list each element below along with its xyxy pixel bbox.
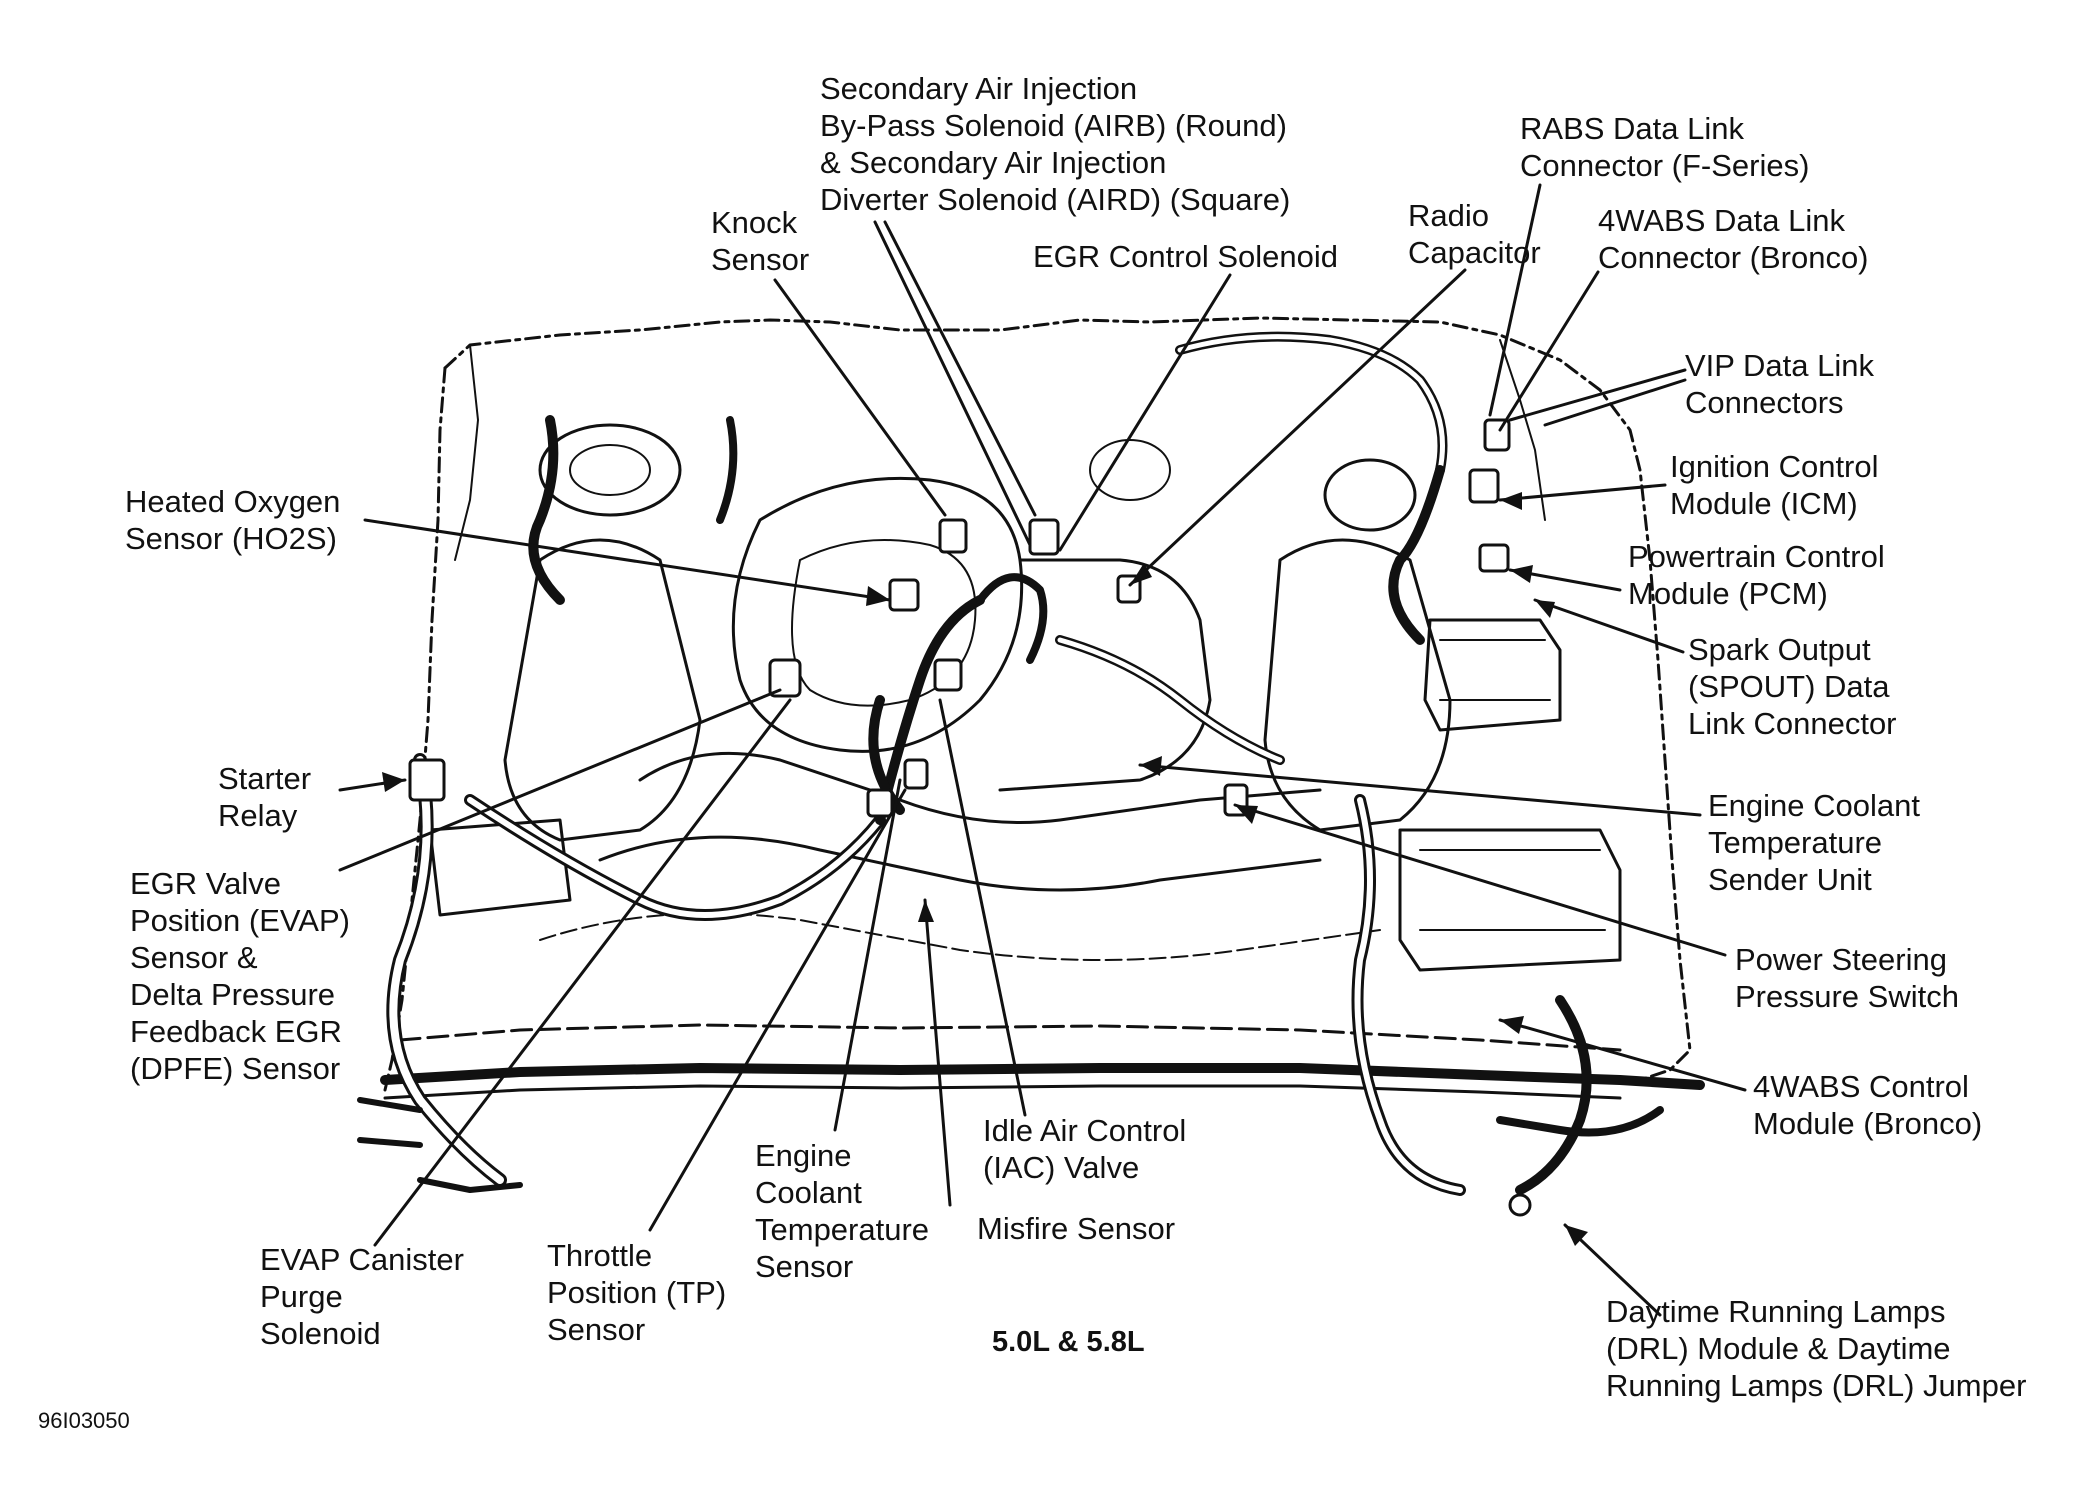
callout-line: Relay — [218, 798, 298, 833]
callout-line: Powertrain Control — [1628, 539, 1885, 574]
callout-line: Radio — [1408, 198, 1489, 233]
callout-vip-data-link-connectors: VIP Data Link Connectors — [1685, 347, 1874, 421]
callout-line: Sender Unit — [1708, 862, 1872, 897]
callout-4wabs-control-module: 4WABS Control Module (Bronco) — [1753, 1068, 1982, 1142]
callout-egr-control-solenoid: EGR Control Solenoid — [1033, 238, 1338, 275]
callout-knock-sensor: Knock Sensor — [711, 204, 809, 278]
callout-line: Starter — [218, 761, 312, 796]
wiring-harness — [357, 331, 1664, 1196]
callout-radio-capacitor: Radio Capacitor — [1408, 197, 1541, 271]
callout-line: 4WABS Control — [1753, 1069, 1969, 1104]
callout-line: Temperature — [755, 1212, 930, 1247]
callout-misfire-sensor: Misfire Sensor — [977, 1210, 1175, 1247]
callout-line: EVAP Canister — [260, 1242, 464, 1277]
callout-line: Heated Oxygen — [125, 484, 341, 519]
callout-line: Sensor — [547, 1312, 646, 1347]
callout-secondary-air-injection: Secondary Air Injection By-Pass Solenoid… — [820, 70, 1290, 218]
callout-engine-coolant-temperature-sensor: Engine Coolant Temperature Sensor — [755, 1137, 929, 1285]
callout-line: Engine — [755, 1138, 852, 1173]
callout-line: Sensor — [755, 1249, 854, 1284]
callout-line: EGR Valve — [130, 866, 282, 901]
callout-line: Diverter Solenoid (AIRD) (Square) — [820, 182, 1291, 217]
callout-line: Knock — [711, 205, 798, 240]
callout-line: (DPFE) Sensor — [130, 1051, 341, 1086]
callout-line: Temperature — [1708, 825, 1883, 860]
callout-line: Connector (F-Series) — [1520, 148, 1810, 183]
callout-line: Pressure Switch — [1735, 979, 1959, 1014]
callout-line: Capacitor — [1408, 235, 1541, 270]
arrow-heads — [382, 492, 1588, 1246]
callout-line: Purge — [260, 1279, 343, 1314]
callout-line: (IAC) Valve — [983, 1150, 1140, 1185]
callout-line: Module (ICM) — [1670, 486, 1858, 521]
callout-line: Position (EVAP) — [130, 903, 350, 938]
callout-line: & Secondary Air Injection — [820, 145, 1167, 180]
callout-line: Misfire Sensor — [977, 1211, 1176, 1246]
callout-evap-canister-purge-solenoid: EVAP Canister Purge Solenoid — [260, 1241, 464, 1352]
callout-spark-output-data-link: Spark Output (SPOUT) Data Link Connector — [1688, 631, 1897, 742]
callout-line: Sensor — [711, 242, 810, 277]
callout-line: Daytime Running Lamps — [1606, 1294, 1946, 1329]
callout-line: Link Connector — [1688, 706, 1897, 741]
callout-line: RABS Data Link — [1520, 111, 1744, 146]
callout-line: Idle Air Control — [983, 1113, 1187, 1148]
callout-line: Engine Coolant — [1708, 788, 1920, 823]
callout-line: 4WABS Data Link — [1598, 203, 1845, 238]
callout-rabs-data-link-connector: RABS Data Link Connector (F-Series) — [1520, 110, 1809, 184]
callout-line: EGR Control Solenoid — [1033, 239, 1338, 274]
callout-line: Coolant — [755, 1175, 862, 1210]
callout-starter-relay: Starter Relay — [218, 760, 311, 834]
callout-line: Power Steering — [1735, 942, 1947, 977]
callout-line: Connectors — [1685, 385, 1844, 420]
callout-idle-air-control-valve: Idle Air Control (IAC) Valve — [983, 1112, 1186, 1186]
callout-power-steering-pressure-switch: Power Steering Pressure Switch — [1735, 941, 1959, 1015]
callout-egr-valve-position-sensor: EGR Valve Position (EVAP) Sensor & Delta… — [130, 865, 350, 1087]
callout-line: Sensor (HO2S) — [125, 521, 337, 556]
callout-line: Position (TP) — [547, 1275, 727, 1310]
callout-line: Delta Pressure — [130, 977, 336, 1012]
callout-line: (SPOUT) Data — [1688, 669, 1890, 704]
callout-line: VIP Data Link — [1685, 348, 1874, 383]
callout-ignition-control-module: Ignition Control Module (ICM) — [1670, 448, 1879, 522]
diagram-title: 5.0L & 5.8L — [992, 1326, 1145, 1358]
figure-id: 96I03050 — [38, 1408, 130, 1433]
callout-line: Throttle — [547, 1238, 653, 1273]
callout-line: Ignition Control — [1670, 449, 1879, 484]
callout-line: Module (PCM) — [1628, 576, 1828, 611]
callout-line: (DRL) Module & Daytime — [1606, 1331, 1951, 1366]
callout-daytime-running-lamps: Daytime Running Lamps (DRL) Module & Day… — [1606, 1293, 2026, 1404]
callout-line: By-Pass Solenoid (AIRB) (Round) — [820, 108, 1287, 143]
callout-throttle-position-sensor: Throttle Position (TP) Sensor — [547, 1237, 726, 1348]
callout-line: Sensor & — [130, 940, 258, 975]
callout-4wabs-data-link-connector: 4WABS Data Link Connector (Bronco) — [1598, 202, 1869, 276]
callout-heated-oxygen-sensor: Heated Oxygen Sensor (HO2S) — [125, 483, 340, 557]
callout-line: Running Lamps (DRL) Jumper — [1606, 1368, 2027, 1403]
callout-line: Secondary Air Injection — [820, 71, 1138, 106]
callout-line: Module (Bronco) — [1753, 1106, 1983, 1141]
callout-line: Solenoid — [260, 1316, 381, 1351]
leader-lines — [338, 183, 1747, 1317]
callout-line: Connector (Bronco) — [1598, 240, 1869, 275]
components — [408, 418, 1532, 1217]
callout-engine-coolant-temperature-sender: Engine Coolant Temperature Sender Unit — [1708, 787, 1920, 898]
callout-line: Feedback EGR — [130, 1014, 342, 1049]
callout-line: Spark Output — [1688, 632, 1871, 667]
callout-powertrain-control-module: Powertrain Control Module (PCM) — [1628, 538, 1885, 612]
